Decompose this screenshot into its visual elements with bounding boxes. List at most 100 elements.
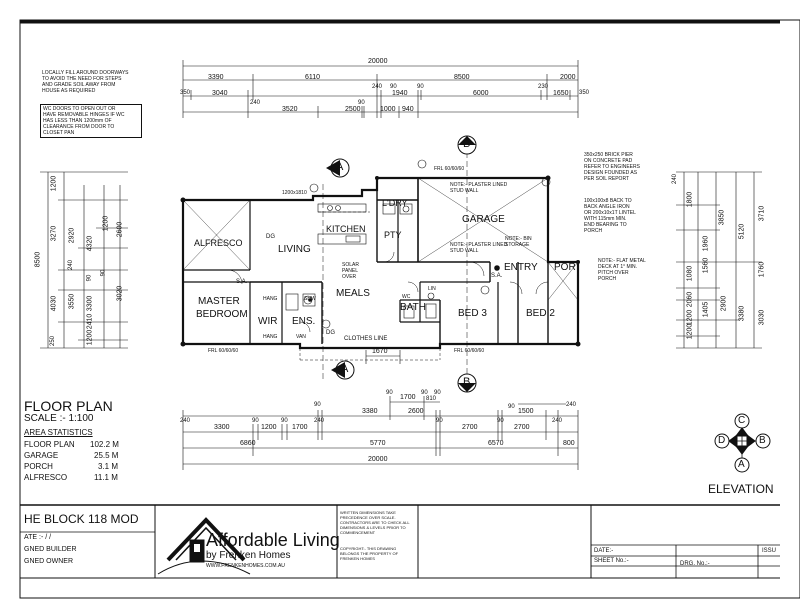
- label-bin-storage: NOTE:- BIN STORAGE: [505, 236, 532, 248]
- corner-posts: [180, 175, 581, 347]
- label-plaster-1: NOTE:- PLASTER LINED STUD WALL: [450, 182, 508, 194]
- label-sa-1: S.A.: [236, 279, 248, 285]
- dim-left-outer-3: 250: [50, 335, 57, 347]
- room-ens: ENS.: [292, 316, 316, 327]
- area-row-label: PORCH: [24, 462, 53, 471]
- date-field: DATE:-: [594, 548, 614, 554]
- area-row-label: ALFRESCO: [24, 473, 68, 482]
- dim-right-outer-0: 3710: [758, 205, 766, 222]
- signed-builder: GNED BUILDER: [24, 546, 77, 553]
- dim-bottom-row2-3: 1200: [261, 424, 277, 431]
- title-block-frame: [20, 504, 780, 579]
- dim-right-inner-2: 1560: [702, 257, 710, 274]
- dim-left-mid-1: 3550: [68, 293, 76, 310]
- dim-top-row3-0: 240: [250, 100, 261, 106]
- brand-url: WWW.FRENKENHOMES.COM.AU: [206, 563, 285, 569]
- dim-right-inner2-1: 1080: [686, 265, 694, 282]
- label-hang-1: HANG: [263, 296, 278, 302]
- written-dimensions-note: WRITTEN DIMENSIONS TAKE PRECEDENCE OVER …: [340, 510, 410, 535]
- door-swings: [227, 251, 549, 333]
- dim-top-row2-6: 6000: [473, 90, 489, 97]
- room-kitchen: KITCHEN: [326, 224, 366, 234]
- dim-bottom-overall: 20000: [368, 456, 388, 463]
- dim-bottom-row3-0: 6860: [240, 440, 256, 447]
- affordable-living-logo: [157, 517, 251, 575]
- compass-rose: [714, 413, 771, 473]
- dim-bottom-row2-2: 90: [252, 418, 259, 424]
- dim-bottom-row3-3: 800: [563, 440, 575, 447]
- label-solar-panel: SOLAR PANEL OVER: [342, 262, 359, 280]
- dim-left-inner2-2: 3020: [116, 285, 124, 302]
- dim-right-inner-1: 1960: [702, 235, 710, 252]
- room-master: MASTER: [198, 296, 240, 307]
- label-sa-2: S.A.: [491, 273, 503, 279]
- dim-top-row3-3: 90: [358, 100, 365, 106]
- dim-top-row3-5: 940: [402, 106, 414, 113]
- dim-top-row3-4: 1000: [380, 106, 396, 113]
- brand-sub: by Frenken Homes: [206, 550, 291, 561]
- dim-bottom-row2-8: 2700: [462, 424, 478, 431]
- label-frl-2: FRL 60/60/60: [208, 348, 239, 354]
- room-bedroom: BEDROOM: [196, 309, 248, 320]
- dim-top-row3-1: 3520: [282, 106, 298, 113]
- dim-bottom-row2-10: 2700: [514, 424, 530, 431]
- compass-letter-c: C: [738, 415, 746, 426]
- label-wc: WC: [402, 294, 411, 300]
- dim-right-inner-0: 3850: [718, 209, 726, 226]
- label-frl-3: FRL 60/60/60: [454, 348, 485, 354]
- area-row-value: 25.5 M: [94, 451, 119, 460]
- dim-right-inner2-0: 1800: [686, 191, 694, 208]
- section-marker-a-bottom: [331, 360, 355, 380]
- section-marker-b-top: [457, 135, 477, 155]
- dim-bottom-row1b-0: 1700: [400, 394, 416, 401]
- dim-clothes-line: 1670: [372, 348, 388, 355]
- dim-right-outer-2: 3030: [758, 309, 766, 326]
- label-dg-2: DG: [326, 330, 335, 336]
- dim-right-mid-1: 2900: [720, 295, 728, 312]
- room-meals: MEALS: [336, 288, 370, 299]
- floor-plan-scale: SCALE :- 1:100: [24, 413, 94, 424]
- dim-top-overall: 20000: [368, 58, 388, 65]
- area-row-value: 3.1 M: [98, 462, 119, 471]
- dim-left-inner-4: 1200: [86, 329, 94, 346]
- compass-letter-d: D: [718, 435, 726, 446]
- clothes-line-label: CLOTHES LINE: [344, 336, 388, 342]
- copyright-note: COPYRIGHT:- THIS DRAWING BELONGS THE PRO…: [340, 546, 399, 561]
- area-row-value: 102.2 M: [90, 440, 119, 449]
- dim-top-row2-9: 350: [579, 90, 590, 96]
- sheet-field: SHEET No.:-: [594, 558, 629, 564]
- dim-bottom-row1-7: 90: [508, 404, 515, 410]
- dim-bottom-row2-7: 90: [436, 418, 443, 424]
- dim-bottom-row1-9: 240: [566, 402, 577, 408]
- room-bed2: BED 2: [526, 308, 555, 319]
- room-bath: BATH: [400, 302, 426, 313]
- dim-top-row2-0: 350: [180, 90, 191, 96]
- dim-left-mid-2: 240: [68, 259, 75, 271]
- dim-bottom-row1-4: 90: [421, 390, 428, 396]
- dim-bottom-row2-0: 240: [180, 418, 191, 424]
- dim-left-inner2-0: 1200: [102, 215, 110, 232]
- dim-right-mid-2: 3380: [738, 305, 746, 322]
- dim-left-inner-3: 2410: [86, 313, 94, 330]
- label-frl-1: FRL 60/60/60: [434, 166, 465, 172]
- dim-right-inner2-2: 2060: [686, 291, 694, 308]
- section-markers: [309, 135, 551, 393]
- label-shw: SHW: [304, 296, 316, 302]
- room-living: LIVING: [278, 244, 311, 255]
- label-window-top: 1200x1810: [282, 190, 307, 196]
- dim-left-outer-2: 4030: [50, 295, 58, 312]
- signed-owner: GNED OWNER: [24, 558, 73, 565]
- room-entry: ENTRY: [504, 262, 538, 273]
- dim-right-mid-0: 5120: [738, 223, 746, 240]
- drawing-number-field: DRG. No.:-: [680, 561, 710, 567]
- dim-right-inner2-4: 1200: [686, 309, 694, 326]
- sheet-border: [19, 19, 800, 599]
- section-marker-b-bottom: [457, 373, 477, 393]
- label-hang-2: HANG: [263, 334, 278, 340]
- dim-bottom-row1-3: 2600: [408, 408, 424, 415]
- dim-left-inner-1: 90: [86, 274, 93, 282]
